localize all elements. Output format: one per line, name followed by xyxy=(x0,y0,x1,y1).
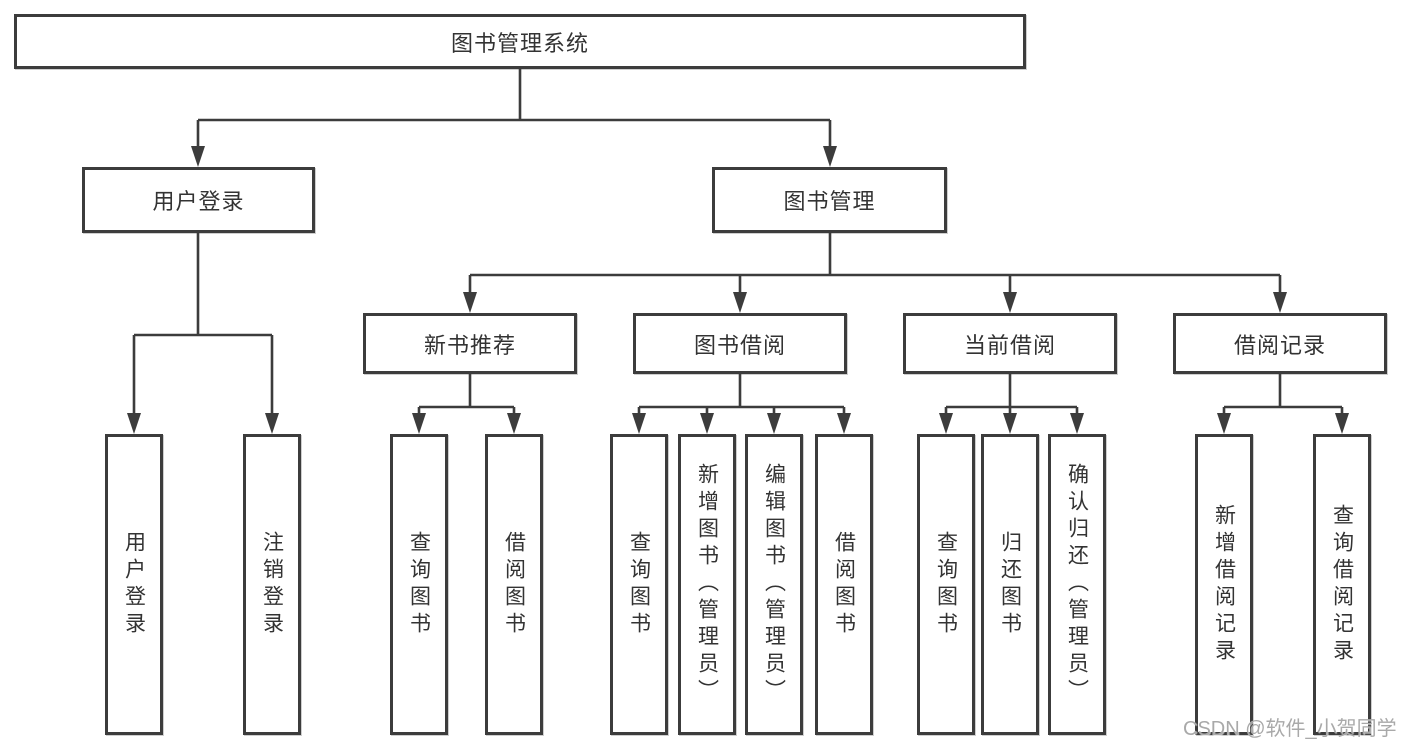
leaf-query-books-borrow: 查询图书 xyxy=(610,434,668,735)
leaf-add-borrow-record: 新增借阅记录 xyxy=(1195,434,1253,735)
csdn-watermark: CSDN @软件_小贺同学 xyxy=(1183,718,1397,740)
node-borrow-records: 借阅记录 xyxy=(1173,313,1387,374)
node-label: 当前借阅 xyxy=(963,332,1056,358)
node-label: 图书借阅 xyxy=(693,332,786,358)
leaf-borrow-books-recommend: 借阅图书 xyxy=(485,434,543,735)
leaf-query-borrow-record: 查询借阅记录 xyxy=(1313,434,1371,735)
leaf-label: 借阅图书 xyxy=(502,530,526,639)
leaf-label: 注销登录 xyxy=(260,530,284,639)
node-library-system: 图书管理系统 xyxy=(14,14,1026,69)
node-label: 新书推荐 xyxy=(423,332,516,358)
leaf-query-books-recommend: 查询图书 xyxy=(390,434,448,735)
leaf-edit-book-admin: 编辑图书（管理员） xyxy=(745,434,803,735)
leaf-label: 查询图书 xyxy=(627,530,651,639)
node-new-book-recommend: 新书推荐 xyxy=(363,313,577,374)
leaf-logout: 注销登录 xyxy=(243,434,301,735)
leaf-label: 查询图书 xyxy=(934,530,958,639)
leaf-label: 借阅图书 xyxy=(832,530,856,639)
leaf-label: 用户登录 xyxy=(122,530,146,639)
node-book-borrow: 图书借阅 xyxy=(633,313,847,374)
leaf-user-login: 用户登录 xyxy=(105,434,163,735)
leaf-label: 新增借阅记录 xyxy=(1212,503,1236,666)
leaf-label: 查询图书 xyxy=(407,530,431,639)
node-book-management: 图书管理 xyxy=(712,167,947,233)
leaf-confirm-return-admin: 确认归还（管理员） xyxy=(1048,434,1106,735)
leaf-label: 新增图书（管理员） xyxy=(695,463,719,706)
node-label: 图书管理系统 xyxy=(450,30,589,56)
leaf-label: 查询借阅记录 xyxy=(1330,503,1354,666)
leaf-label: 编辑图书（管理员） xyxy=(762,463,786,706)
node-user-login: 用户登录 xyxy=(82,167,315,233)
arrowheads xyxy=(127,146,1349,434)
leaf-label: 归还图书 xyxy=(998,530,1022,639)
node-label: 图书管理 xyxy=(783,189,876,214)
node-current-borrow: 当前借阅 xyxy=(903,313,1117,374)
leaf-borrow-books: 借阅图书 xyxy=(815,434,873,735)
leaf-return-book: 归还图书 xyxy=(981,434,1039,735)
leaf-label: 确认归还（管理员） xyxy=(1065,463,1089,706)
node-label: 用户登录 xyxy=(152,189,245,214)
node-label: 借阅记录 xyxy=(1233,332,1326,358)
leaf-query-books-current: 查询图书 xyxy=(917,434,975,735)
leaf-add-book-admin: 新增图书（管理员） xyxy=(678,434,736,735)
